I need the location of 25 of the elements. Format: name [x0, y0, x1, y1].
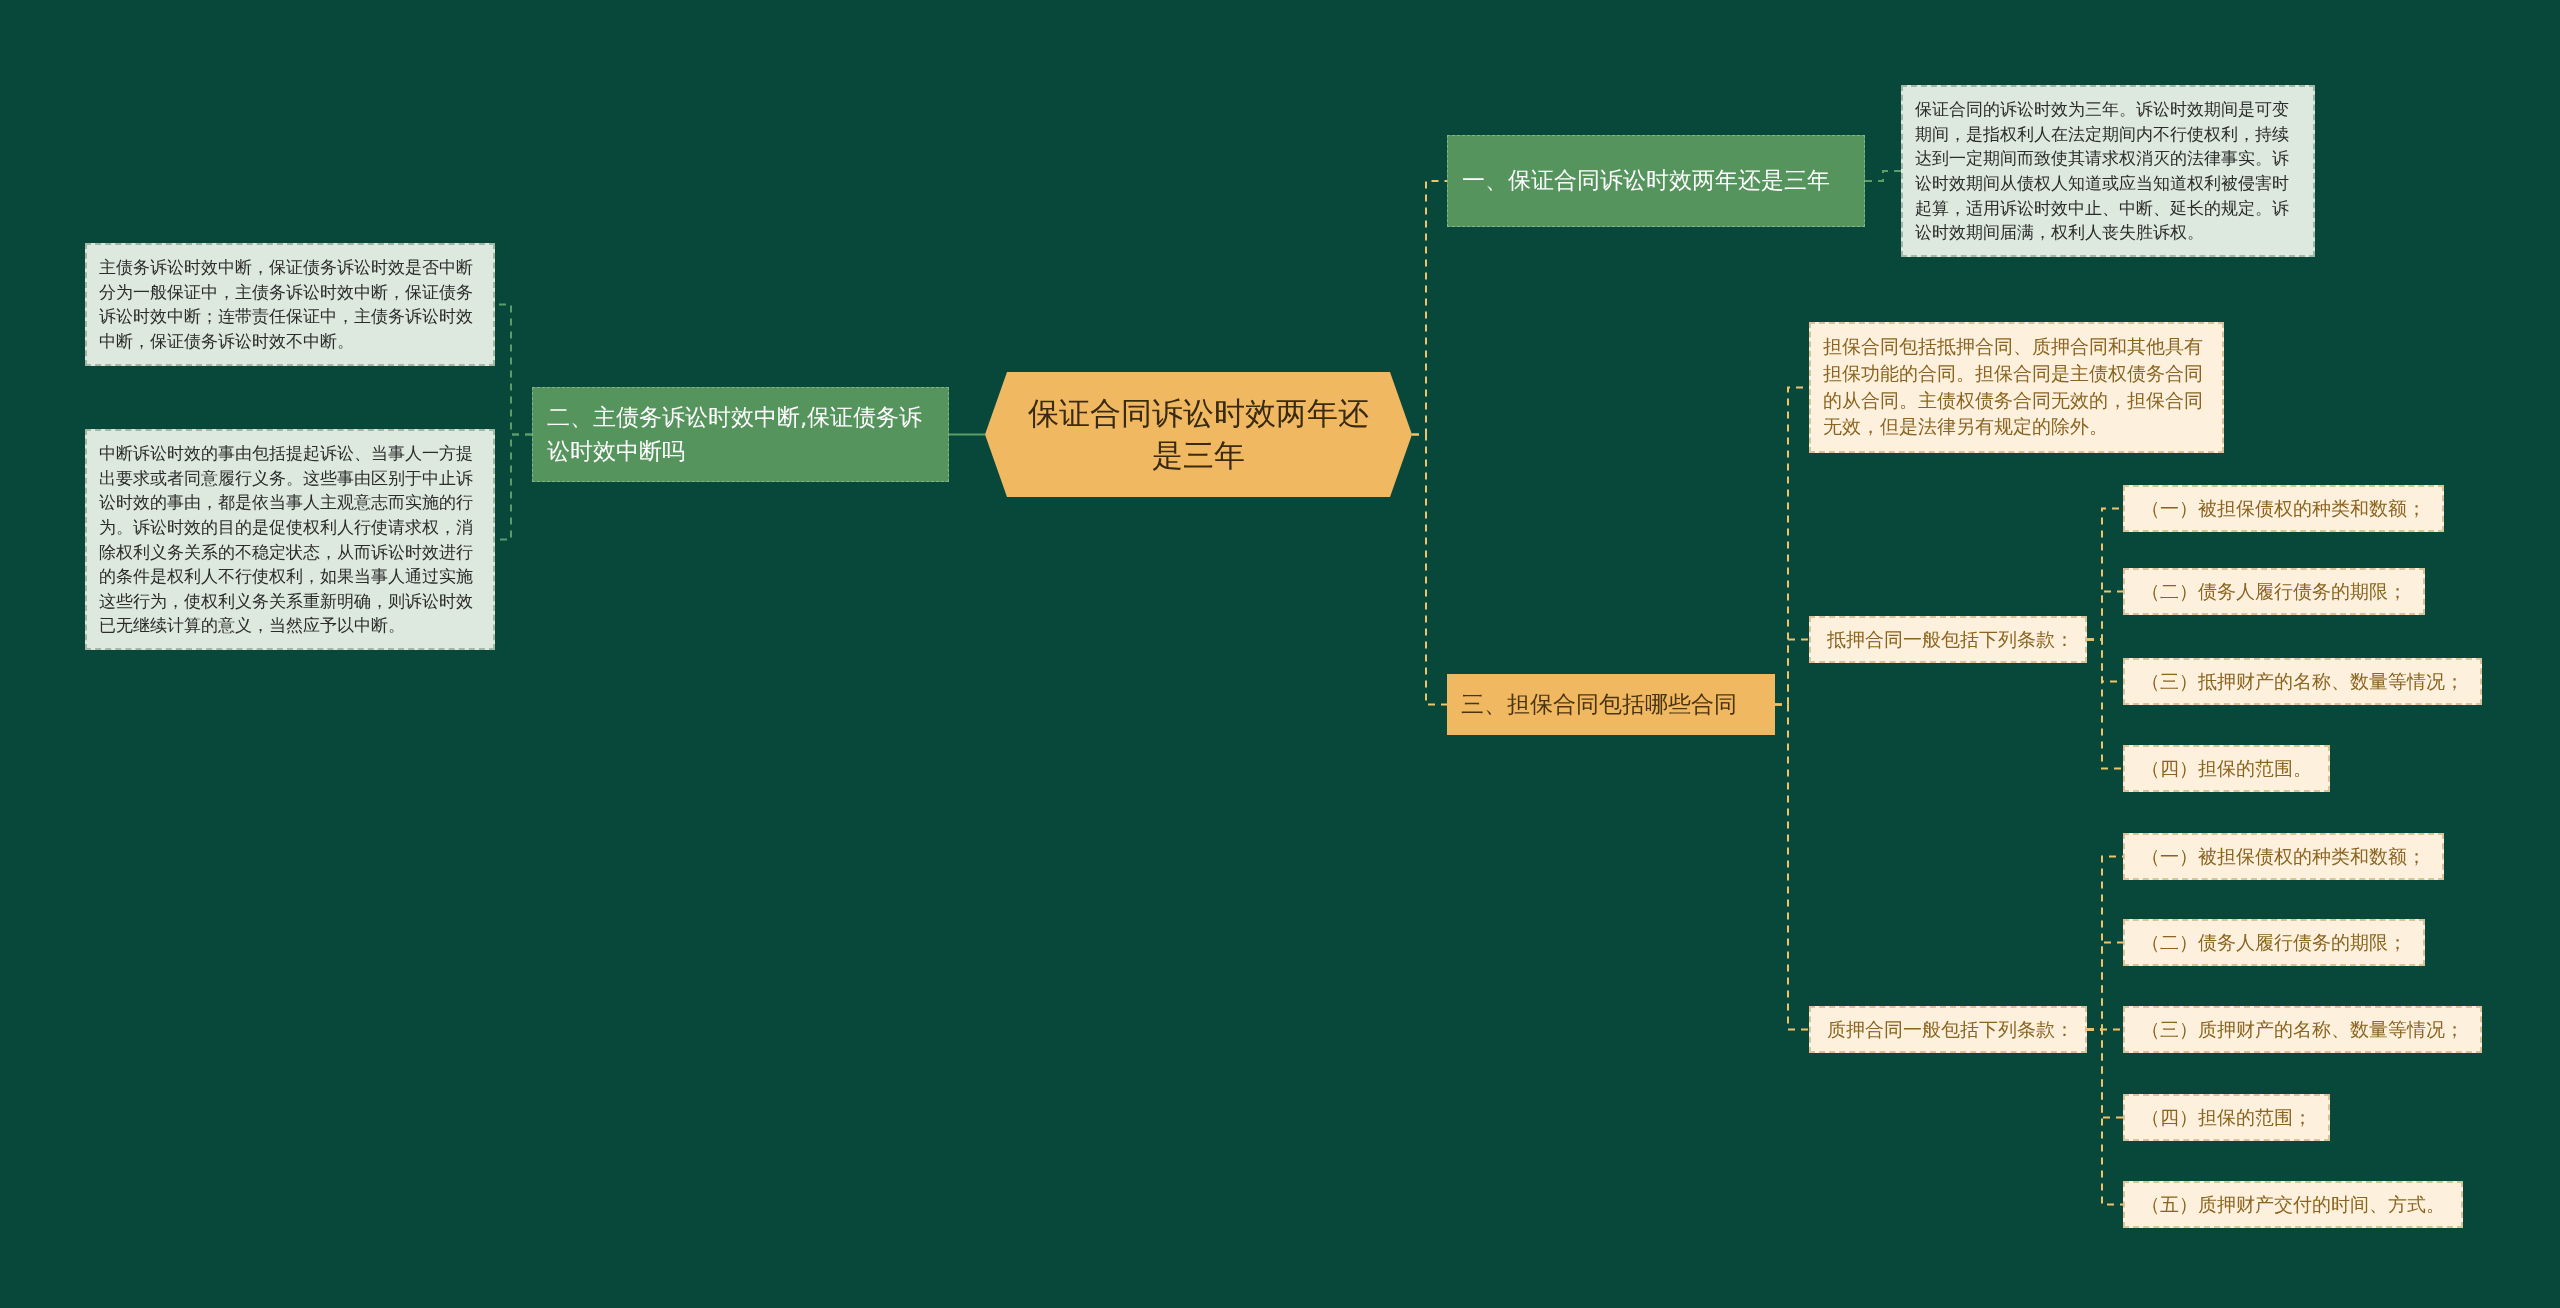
note-box: 主债务诉讼时效中断，保证债务诉讼时效是否中断分为一般保证中，主债务诉讼时效中断，保证债务诉讼时效中断；连带责任保证中，主债务诉讼时效中断，保证债务诉讼时效不中断。 — [85, 243, 495, 366]
list-item-box: 抵押合同一般包括下列条款： — [1809, 616, 2087, 663]
note-box: 担保合同包括抵押合同、质押合同和其他具有担保功能的合同。担保合同是主债权债务合同的从合同。主债权债务合同无效的，担保合同无效，但是法律另有规定的除外。 — [1809, 322, 2224, 454]
note-box: 中断诉讼时效的事由包括提起诉讼、当事人一方提出要求或者同意履行义务。这些事由区别于中止诉讼时效的事由，都是依当事人主观意志而实施的行为。诉讼时效的目的是促使权利人行使请求权，消除权利义务关系的不稳定状态，从而诉讼时效进行的条件是权利人不行使权利，如果当事人通过实施这些行为，使权利义务关系重新明确，则诉讼时效已无继续计算的意义，当然应予以中断。 — [85, 429, 495, 651]
list-item-box: （四）担保的范围； — [2123, 1094, 2330, 1141]
list-item-box: （四）担保的范围。 — [2123, 745, 2330, 792]
list-item-box: （二）债务人履行债务的期限； — [2123, 568, 2425, 615]
central-topic: 保证合同诉讼时效两年还是三年 — [985, 372, 1412, 497]
connector-line — [2086, 638, 2124, 770]
list-item-box: （一）被担保债权的种类和数额； — [2123, 833, 2444, 880]
connector-line — [2086, 1028, 2124, 1206]
connector-line — [1864, 170, 1902, 182]
list-item-box: 质押合同一般包括下列条款： — [1809, 1006, 2087, 1053]
connector-line — [948, 433, 986, 436]
list-item-box: （一）被担保债权的种类和数额； — [2123, 485, 2444, 532]
topic-box: 三、担保合同包括哪些合同 — [1447, 674, 1775, 735]
topic-box: 二、主债务诉讼时效中断,保证债务诉讼时效中断吗 — [532, 387, 949, 482]
note-box: 保证合同的诉讼时效为三年。诉讼时效期间是可变期间，是指权利人在法定期间内不行使权利，持续达到一定期间而致使其请求权消灭的法律事实。诉讼时效期间从债权人知道或应当知道权利被侵害时起算，适用诉讼时效中止、中断、延长的规定。诉讼时效期间届满，权利人丧失胜诉权。 — [1901, 85, 2315, 257]
list-item-box: （三）抵押财产的名称、数量等情况； — [2123, 658, 2482, 705]
list-item-box: （五）质押财产交付的时间、方式。 — [2123, 1181, 2463, 1228]
list-item-box: （三）质押财产的名称、数量等情况； — [2123, 1006, 2482, 1053]
list-item-box: （二）债务人履行债务的期限； — [2123, 919, 2425, 966]
connector-line — [1774, 703, 1810, 1031]
topic-box: 一、保证合同诉讼时效两年还是三年 — [1447, 135, 1865, 227]
connector-line — [1411, 433, 1448, 706]
